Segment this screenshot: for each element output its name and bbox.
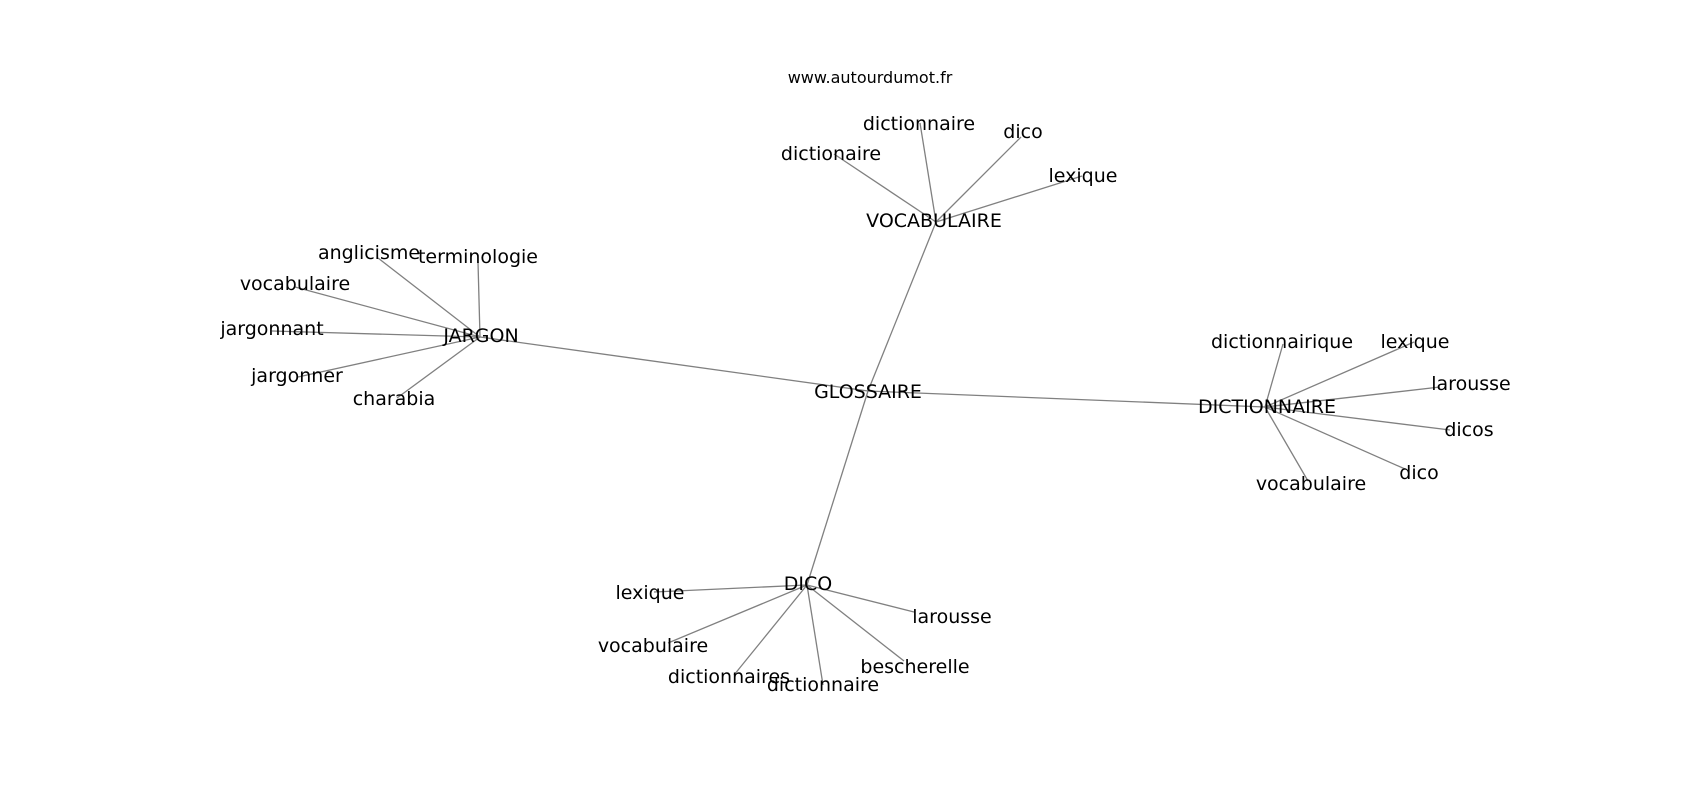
- edge-dico-dico-larousse: [806, 584, 915, 613]
- leaf-node-jargon-anglicisme[interactable]: anglicisme: [318, 242, 420, 264]
- leaf-node-dictionnaire-vocabulaire[interactable]: vocabulaire: [1256, 473, 1366, 495]
- edge-jargon-jargon-charabia: [396, 336, 481, 399]
- edge-dico-dico-lexique: [653, 584, 808, 593]
- leaf-node-jargon-charabia[interactable]: charabia: [353, 388, 436, 410]
- leaf-node-dico-dictionnaire[interactable]: dictionnaire: [767, 674, 879, 696]
- graph-edges: [271, 122, 1451, 686]
- leaf-node-dictionnaire-lexique[interactable]: lexique: [1381, 331, 1450, 353]
- leaf-node-dico-bescherelle[interactable]: bescherelle: [860, 656, 969, 678]
- edge-jargon-jargon-jargonnant: [271, 330, 481, 338]
- edge-glossaire-vocabulaire: [867, 221, 937, 392]
- leaf-node-dico-larousse[interactable]: larousse: [912, 606, 991, 628]
- leaf-node-vocabulaire-lexique[interactable]: lexique: [1049, 165, 1118, 187]
- edge-vocabulaire-vocabulaire-dico: [935, 136, 1022, 223]
- cluster-node-jargon[interactable]: JARGON: [442, 325, 518, 347]
- leaf-node-vocabulaire-dico[interactable]: dico: [1003, 121, 1042, 143]
- edge-vocabulaire-vocabulaire-lexique: [935, 175, 1083, 223]
- edge-dictionnaire-dictionnaire-dicos: [1264, 406, 1451, 431]
- edge-dictionnaire-dictionnaire-dictionnairique: [1264, 343, 1284, 408]
- graph-labels: www.autourdumot.fr GLOSSAIRE VOCABULAIRE d…: [219, 68, 1510, 696]
- leaf-node-dictionnaire-dictionnairique[interactable]: dictionnairique: [1211, 331, 1353, 353]
- leaf-node-vocabulaire-dictionnaire[interactable]: dictionnaire: [863, 113, 975, 135]
- leaf-node-dico-dictionnaires[interactable]: dictionnaires: [668, 666, 790, 688]
- cluster-node-dictionnaire[interactable]: DICTIONNAIRE: [1198, 396, 1336, 418]
- leaf-node-vocabulaire-dictionaire[interactable]: dictionaire: [781, 143, 881, 165]
- edge-jargon-jargon-anglicisme: [377, 257, 481, 338]
- edge-jargon-jargon-terminologie: [477, 261, 481, 338]
- leaf-node-dictionnaire-dico[interactable]: dico: [1399, 462, 1438, 484]
- edge-dico-dico-bescherelle: [806, 584, 905, 662]
- center-node-glossaire[interactable]: GLOSSAIRE: [814, 381, 922, 403]
- edge-jargon-jargon-jargonner: [297, 336, 481, 378]
- leaf-node-jargon-terminologie[interactable]: terminologie: [418, 246, 538, 268]
- leaf-node-dictionnaire-dicos[interactable]: dicos: [1444, 419, 1493, 441]
- edge-glossaire-dictionnaire: [867, 390, 1266, 408]
- edge-dictionnaire-dictionnaire-lexique: [1264, 341, 1415, 408]
- leaf-node-jargon-jargonner[interactable]: jargonner: [250, 365, 343, 387]
- cluster-node-vocabulaire[interactable]: VOCABULAIRE: [866, 210, 1002, 232]
- edge-jargon-jargon-vocabulaire: [294, 286, 481, 338]
- edge-dictionnaire-dictionnaire-dico: [1264, 406, 1406, 470]
- edge-dictionnaire-dictionnaire-larousse: [1264, 386, 1441, 408]
- edge-glossaire-jargon: [479, 336, 869, 392]
- edge-vocabulaire-vocabulaire-dictionnaire: [919, 122, 937, 223]
- cluster-node-dico[interactable]: DICO: [784, 573, 832, 595]
- edge-dico-dico-dictionnaires: [733, 584, 808, 676]
- edge-dico-dico-dictionnaire: [806, 584, 824, 686]
- leaf-node-dico-vocabulaire[interactable]: vocabulaire: [598, 635, 708, 657]
- edge-dico-dico-vocabulaire: [667, 584, 808, 644]
- leaf-node-jargon-vocabulaire[interactable]: vocabulaire: [240, 273, 350, 295]
- leaf-node-jargon-jargonnant[interactable]: jargonnant: [219, 318, 323, 340]
- site-url-label[interactable]: www.autourdumot.fr: [788, 68, 953, 87]
- edge-glossaire-dico: [806, 390, 869, 586]
- edge-dictionnaire-dictionnaire-vocabulaire: [1264, 406, 1309, 482]
- leaf-node-dictionnaire-larousse[interactable]: larousse: [1431, 373, 1510, 395]
- edge-vocabulaire-vocabulaire-dictionaire: [833, 153, 937, 223]
- leaf-node-dico-lexique[interactable]: lexique: [616, 582, 685, 604]
